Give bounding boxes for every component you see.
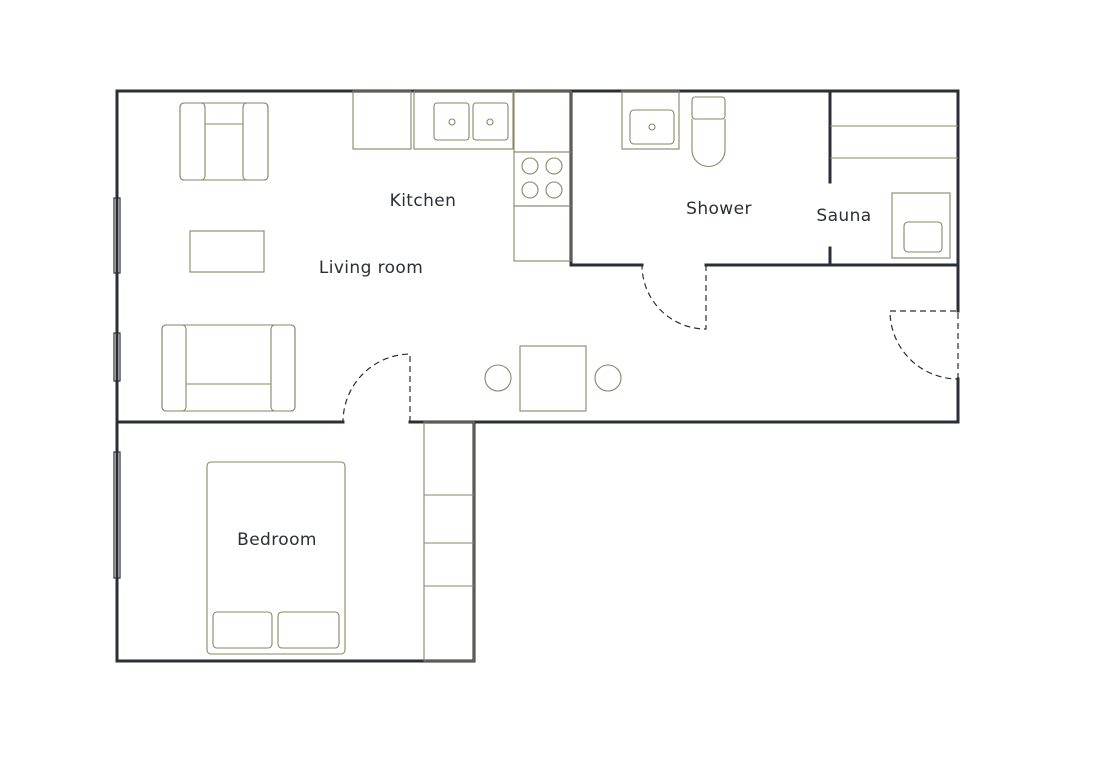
kitchen-counter-lower xyxy=(513,205,572,262)
kitchen-sink xyxy=(413,90,514,150)
door-bedroom xyxy=(342,353,411,423)
wardrobe xyxy=(423,421,475,662)
window-living-lower xyxy=(113,332,121,382)
sofa xyxy=(161,324,296,412)
doors xyxy=(342,264,959,423)
bathroom-sink xyxy=(621,90,680,150)
kitchen-counter-corner xyxy=(513,90,572,153)
windows xyxy=(113,197,121,579)
dining-table xyxy=(519,345,587,412)
door-shower xyxy=(641,264,707,330)
toilet xyxy=(691,96,726,168)
coffee-table xyxy=(189,230,265,273)
room-labels: Kitchen Living room Shower Sauna Bedroom xyxy=(237,191,871,550)
bed xyxy=(206,461,346,655)
furniture xyxy=(161,90,958,662)
room-label-sauna: Sauna xyxy=(816,206,871,226)
walls xyxy=(115,89,960,663)
stove xyxy=(513,151,572,207)
dining-chair-right xyxy=(594,364,622,392)
armchair xyxy=(179,102,269,181)
dining-chair-left xyxy=(484,364,512,392)
room-label-shower: Shower xyxy=(686,199,752,219)
door-entrance xyxy=(889,310,959,380)
room-label-bedroom: Bedroom xyxy=(237,530,317,550)
sauna-bench xyxy=(830,125,958,159)
window-bedroom xyxy=(113,451,121,579)
sauna-stove xyxy=(891,192,951,259)
window-living-upper xyxy=(113,197,121,274)
room-label-living-room: Living room xyxy=(319,258,423,278)
room-label-kitchen: Kitchen xyxy=(390,191,457,211)
kitchen-cabinet xyxy=(352,90,412,150)
